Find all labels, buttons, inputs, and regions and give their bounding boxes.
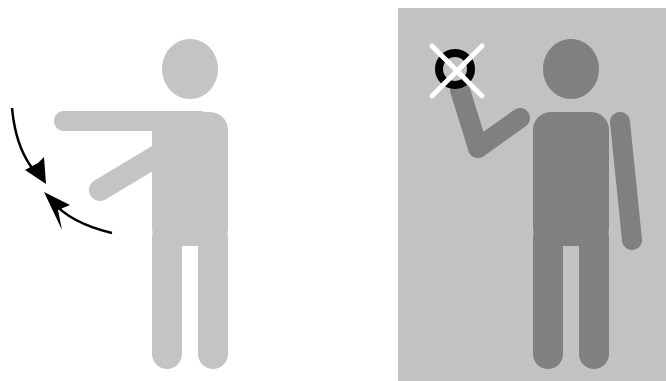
figure-leg-right xyxy=(198,222,228,369)
figure-leg-right xyxy=(579,222,609,369)
curved-arrow-down-icon xyxy=(12,108,46,184)
standing-figure-icon xyxy=(152,39,228,369)
panel-arm-swing xyxy=(0,0,390,381)
figure-leg-left xyxy=(533,222,563,369)
panel-arm-raised xyxy=(398,0,666,381)
figure-head xyxy=(543,39,599,99)
arm-raised-illustration xyxy=(398,0,666,381)
arm-swing-illustration xyxy=(0,0,390,381)
figure-leg-left xyxy=(152,222,182,369)
figure-head xyxy=(162,39,218,99)
figure-arm-hanging xyxy=(620,122,632,240)
target-icon xyxy=(432,46,482,96)
